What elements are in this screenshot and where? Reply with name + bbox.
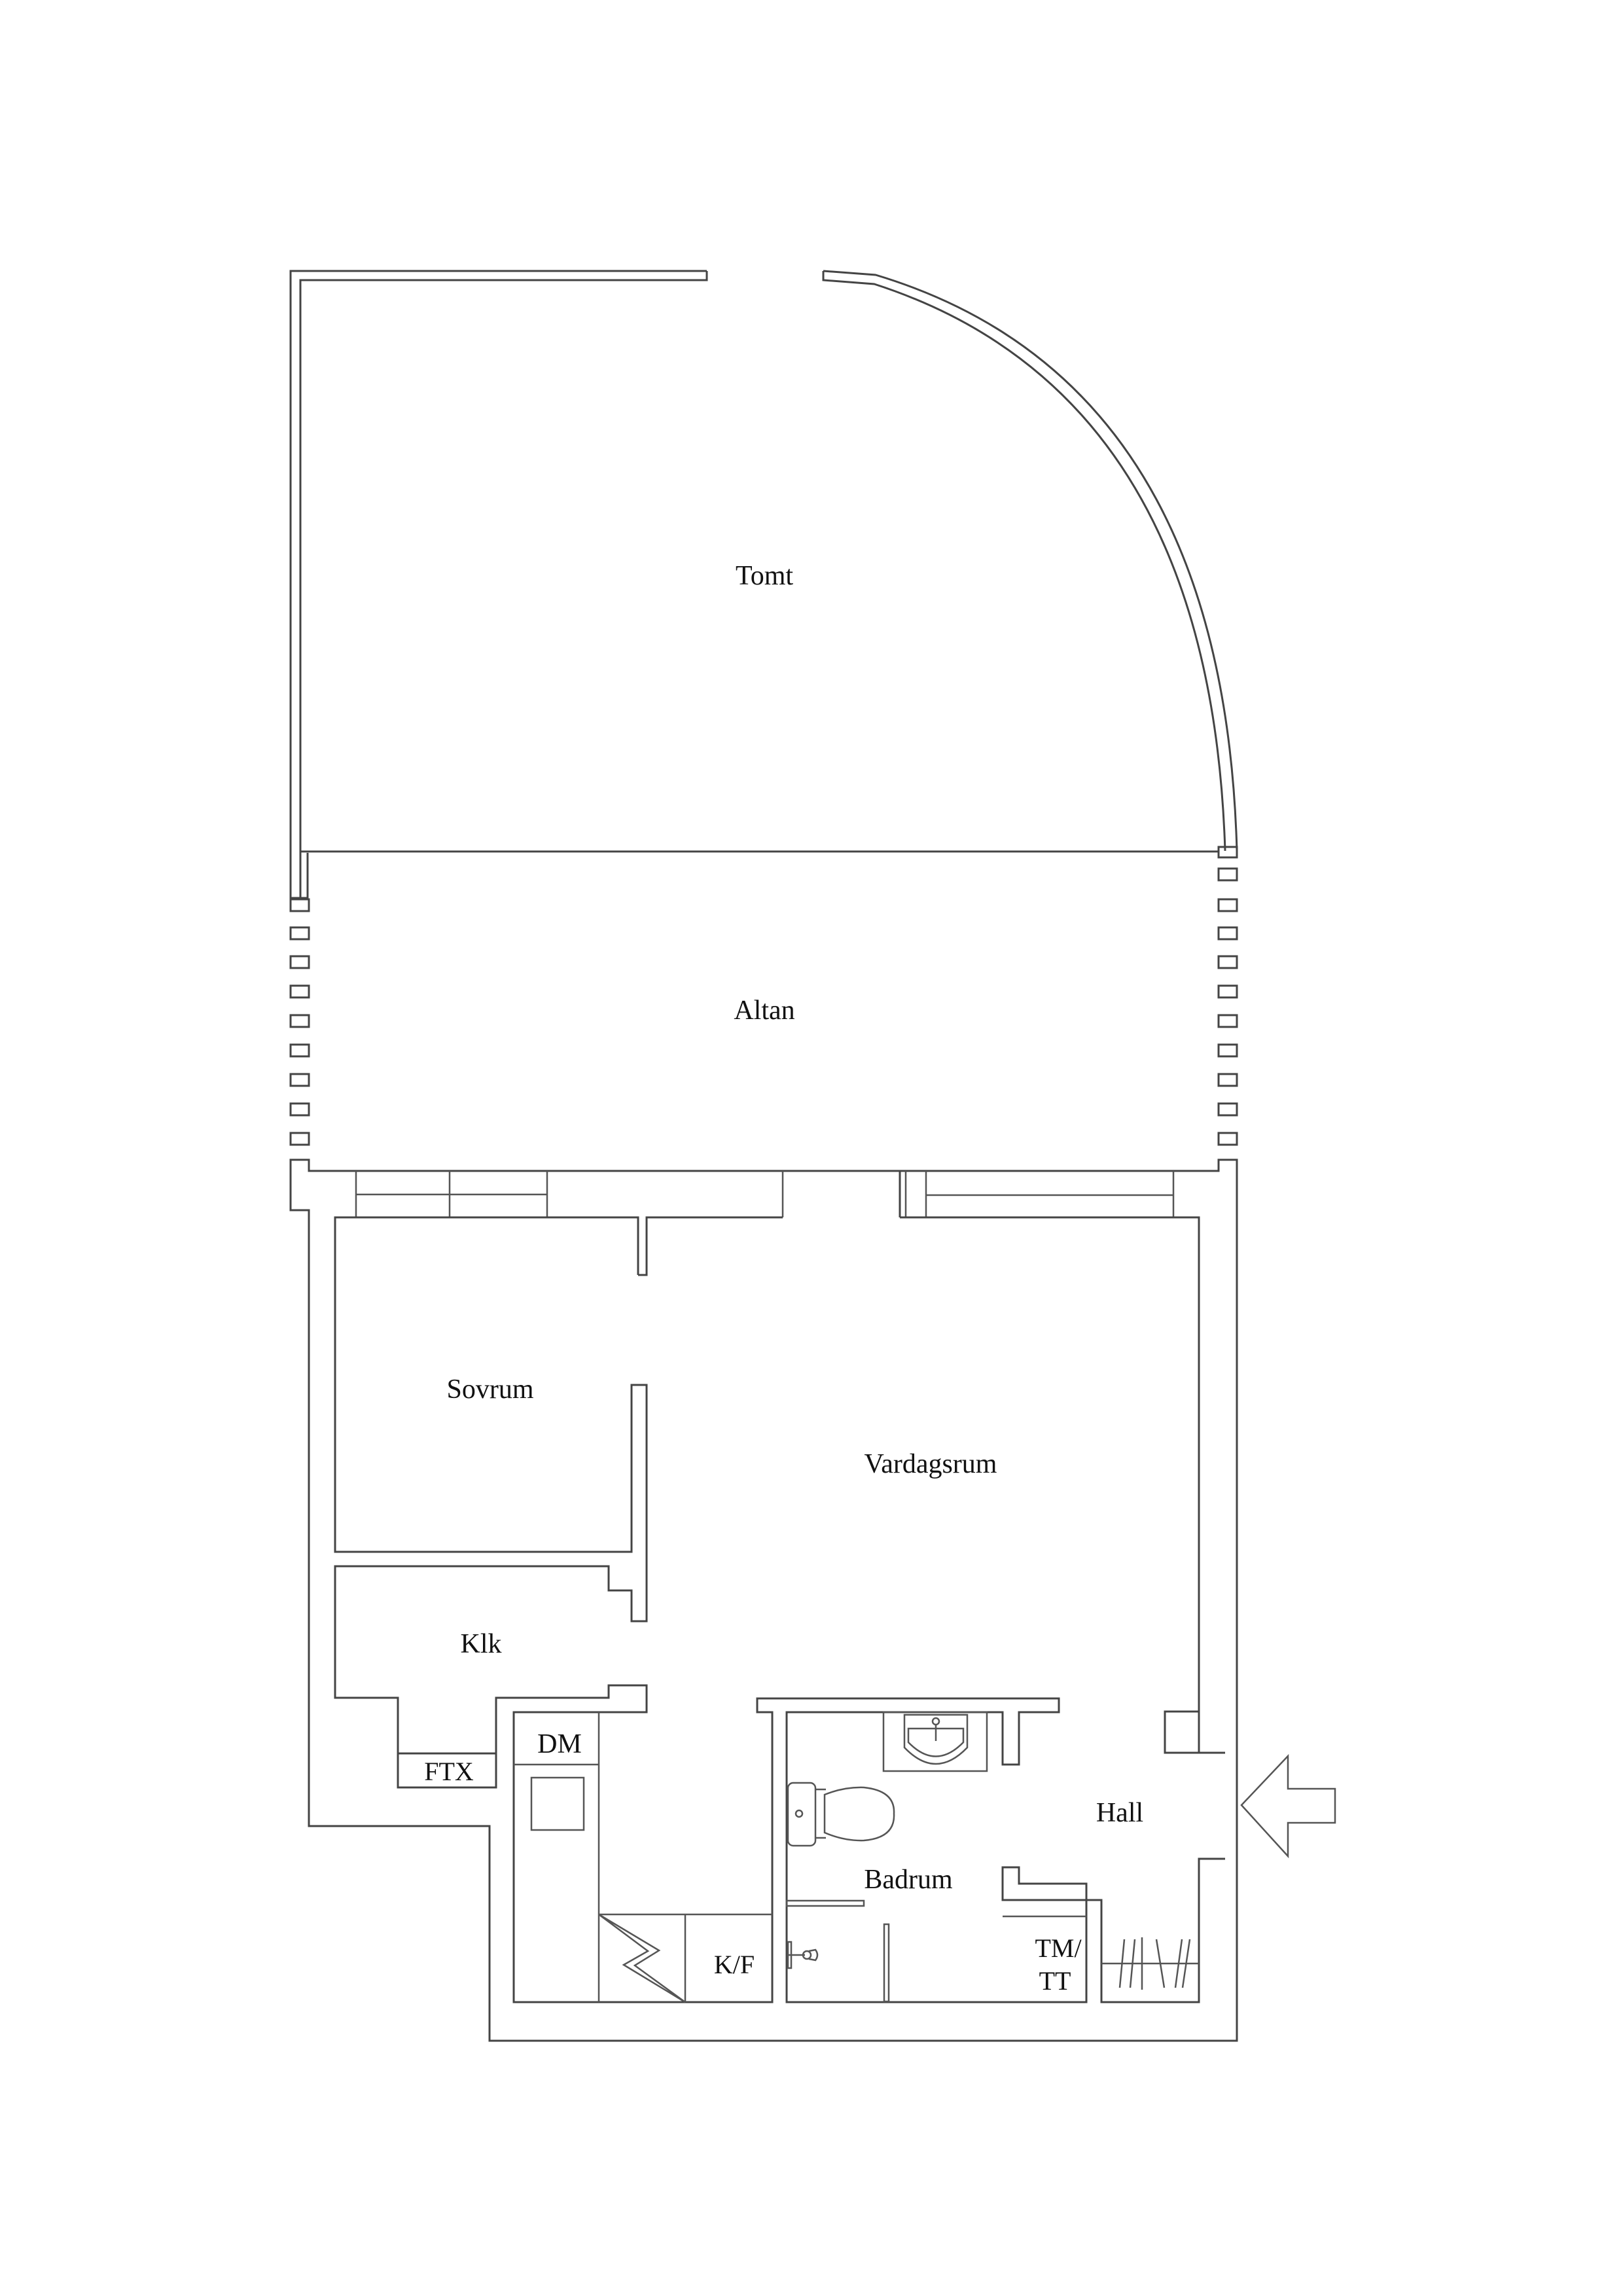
windows — [355, 1171, 1175, 1217]
label-tm: TM/ — [1035, 1933, 1082, 1963]
sink-cabinet — [882, 1711, 988, 1772]
kitchen — [514, 1712, 772, 2003]
tomt-area — [289, 270, 1238, 899]
left-posts — [289, 898, 310, 1146]
room-label-tomt: Tomt — [736, 561, 793, 591]
dishwasher-box — [530, 1776, 585, 1831]
stove-zigzag-icon — [598, 1913, 686, 2003]
room-label-hall: Hall — [1096, 1798, 1143, 1828]
shower-glass-vertical — [883, 1923, 890, 2003]
label-ftx: FTX — [424, 1757, 474, 1786]
label-kf: K/F — [714, 1950, 755, 1979]
shower-glass-horizontal — [785, 1899, 865, 1907]
entrance-arrow-icon — [1240, 1753, 1336, 1859]
outer-walls — [289, 1158, 1238, 2042]
sink-icon — [903, 1713, 969, 1765]
room-label-klk: Klk — [461, 1629, 502, 1659]
room-label-badrum: Badrum — [864, 1865, 953, 1895]
room-label-altan: Altan — [734, 996, 794, 1026]
interior-walls — [334, 1171, 1225, 2003]
shower-icon — [787, 1941, 819, 1969]
toilet-icon — [787, 1782, 895, 1847]
label-tt: TT — [1039, 1966, 1071, 1996]
label-dm: DM — [537, 1729, 582, 1759]
room-label-sovrum: Sovrum — [446, 1374, 533, 1405]
right-posts — [1217, 867, 1238, 1146]
bathroom — [785, 1711, 1086, 2003]
room-label-vardagsrum: Vardagsrum — [865, 1449, 997, 1479]
altan-railing-posts — [289, 867, 1238, 1146]
wardrobe-icon — [1101, 1937, 1199, 1990]
